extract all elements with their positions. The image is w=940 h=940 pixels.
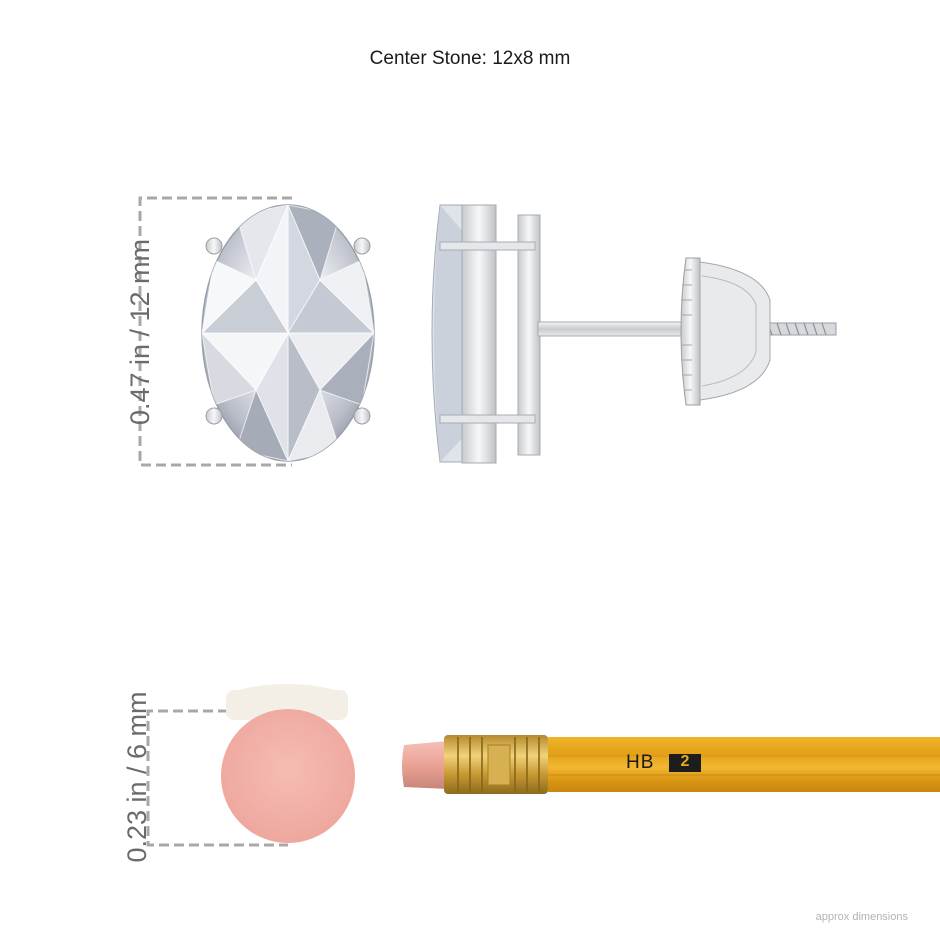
pencil-number-label: 2 — [680, 753, 690, 770]
pencil-eraser-end-view — [221, 684, 355, 843]
oval-stone-top-view — [201, 204, 375, 462]
earring-side-view — [431, 204, 837, 464]
stone-height-guide — [138, 196, 292, 467]
pencil-grade-label: HB — [626, 752, 655, 773]
approx-dimensions-note: approx dimensions — [815, 911, 908, 923]
pencil-side-view — [402, 735, 940, 794]
stone-height-label: 0.47 in / 12 mm — [125, 238, 155, 426]
eraser-width-guide — [146, 709, 288, 847]
page-title: Center Stone: 12x8 mm — [369, 48, 571, 69]
eraser-width-label: 0.23 in / 6 mm — [122, 691, 152, 863]
